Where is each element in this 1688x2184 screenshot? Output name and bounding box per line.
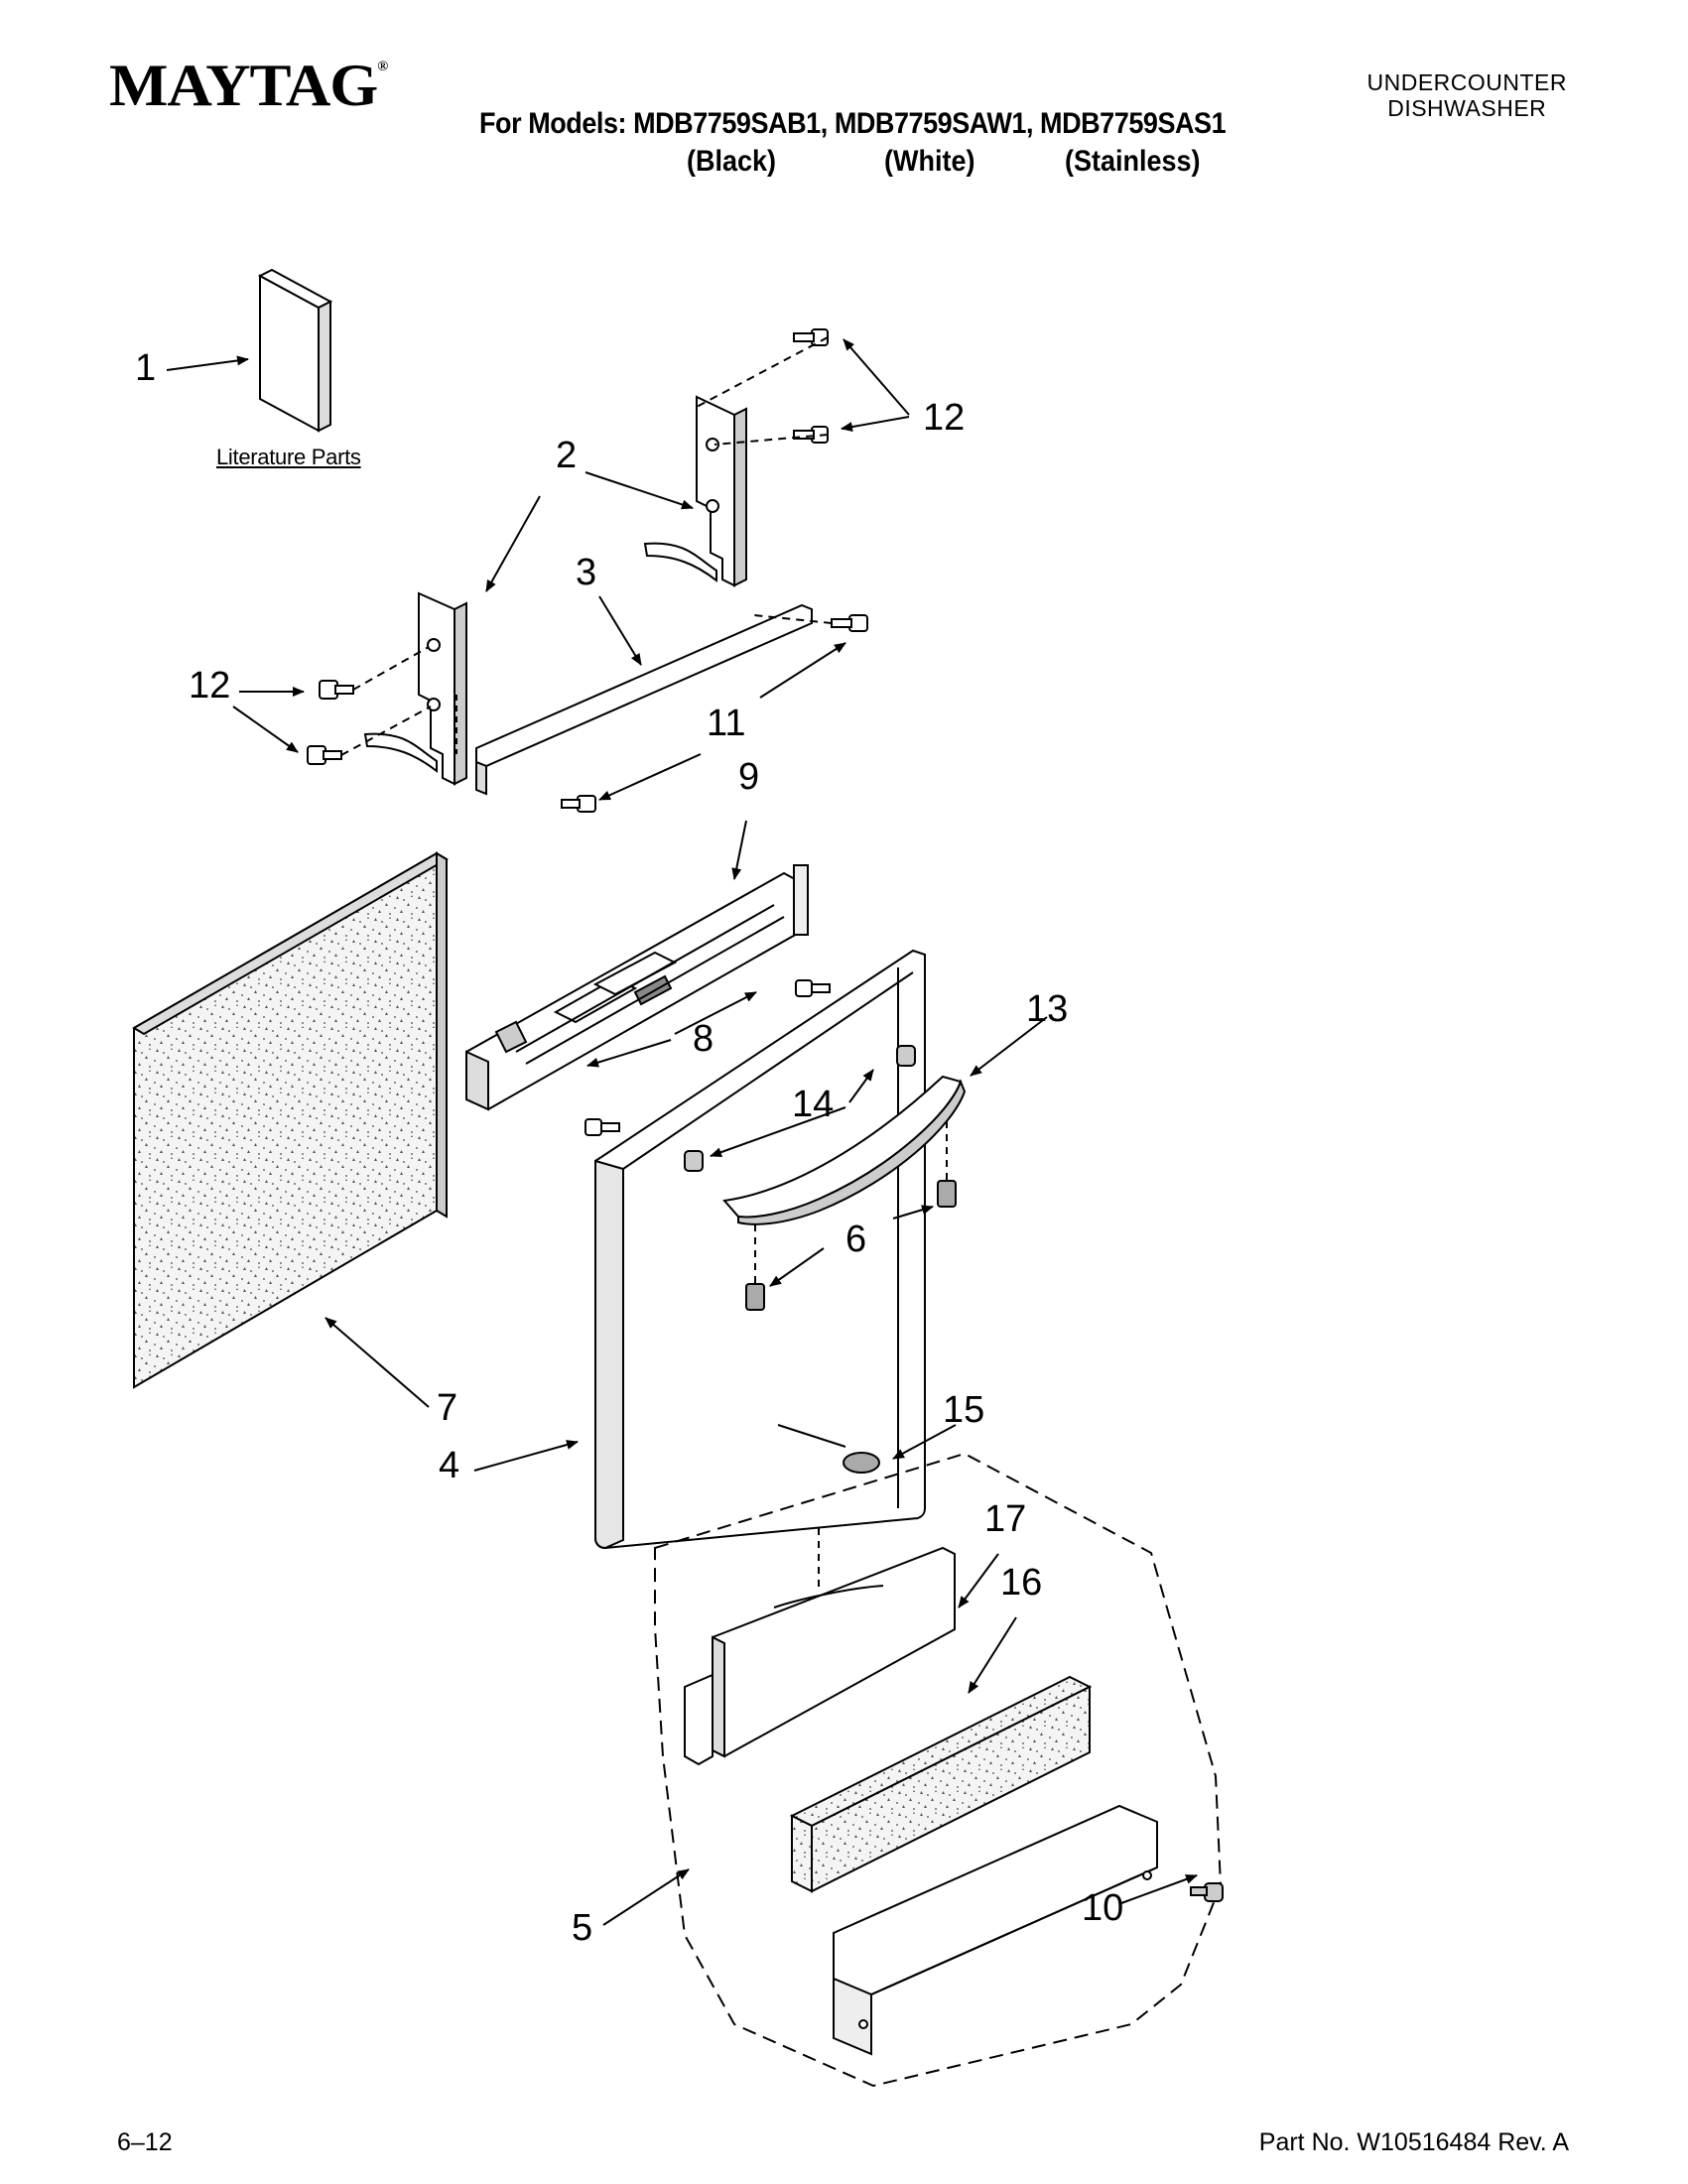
callout-12-upper: 12	[923, 397, 966, 439]
callout-15: 15	[943, 1389, 985, 1431]
callout-16: 16	[1000, 1562, 1043, 1604]
toe-panel-assembly-part-5	[654, 1452, 1223, 2088]
gasket-strip-part-16	[789, 1675, 1093, 1893]
callout-1: 1	[135, 347, 157, 389]
screws-part-12	[307, 328, 829, 765]
color-black: (Black)	[687, 145, 777, 178]
handle-spacers-part-14	[684, 1045, 916, 1172]
callout-8: 8	[693, 1018, 714, 1060]
callout-17: 17	[984, 1498, 1027, 1540]
callout-2: 2	[556, 435, 578, 476]
door-trim-strip-part-3	[475, 603, 813, 796]
door-bracket-upper-part-2	[643, 395, 747, 587]
control-panel-assembly-part-9	[465, 864, 809, 1111]
maytag-logo: MAYTAG®	[109, 52, 388, 120]
category-line-1: UNDERCOUNTER	[1366, 69, 1567, 95]
part-number: Part No. W10516484 Rev. A	[1258, 2128, 1569, 2156]
registered-mark: ®	[377, 60, 388, 74]
category-line-2: DISHWASHER	[1387, 95, 1547, 121]
page-number: 6–12	[117, 2128, 173, 2156]
callout-5: 5	[572, 1907, 593, 1949]
handle-screws-part-6	[745, 1180, 957, 1311]
outer-door-panel-part-4	[594, 949, 926, 1550]
callout-10: 10	[1082, 1887, 1124, 1929]
brand-text: MAYTAG	[109, 53, 378, 118]
toe-panel-front-part-17	[684, 1546, 956, 1766]
color-stainless: (Stainless)	[1065, 145, 1201, 178]
literature-booklet-part-1	[257, 268, 333, 433]
color-white: (White)	[884, 145, 975, 178]
toe-kick-screw-part-10	[1190, 1882, 1224, 1902]
models-title: For Models: MDB7759SAB1, MDB7759SAW1, MD…	[479, 107, 1227, 140]
screws-part-11	[561, 614, 868, 813]
toe-kick-panel	[833, 1804, 1158, 2056]
callout-leaders	[166, 338, 1198, 1926]
screws-part-8	[584, 979, 831, 1136]
callout-9: 9	[738, 756, 760, 798]
door-bracket-lower-part-2	[363, 591, 467, 786]
callout-6: 6	[845, 1219, 867, 1260]
handle-part-13	[722, 1075, 967, 1225]
callout-13: 13	[1026, 988, 1069, 1030]
callout-3: 3	[576, 552, 597, 593]
insulation-panel-part-7	[132, 851, 449, 1389]
literature-parts-label: Literature Parts	[216, 445, 361, 469]
callout-14: 14	[792, 1084, 835, 1125]
callout-12-lower: 12	[189, 665, 231, 707]
callout-4: 4	[439, 1445, 460, 1486]
callout-11: 11	[707, 703, 746, 744]
callout-7: 7	[437, 1387, 458, 1429]
product-category: UNDERCOUNTER DISHWASHER	[1367, 69, 1568, 121]
